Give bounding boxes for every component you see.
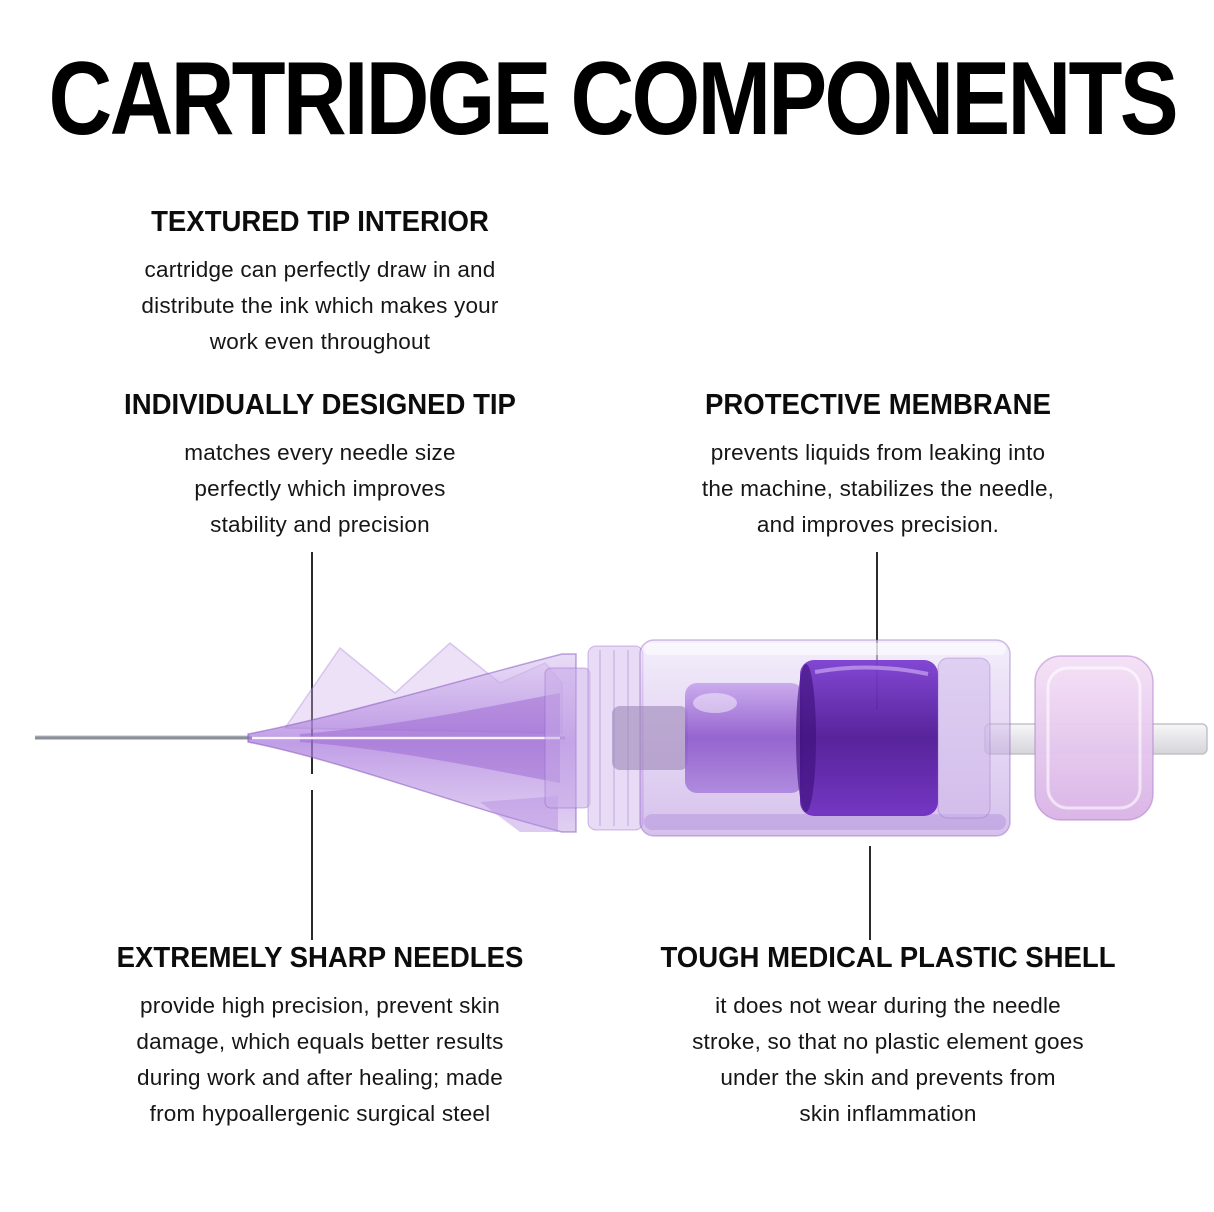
cartridge-illustration <box>35 639 1208 837</box>
collar <box>544 645 644 831</box>
callout-heading: EXTREMELY SHARP NEEDLES <box>116 942 524 974</box>
callout-individually-designed-tip: INDIVIDUALLY DESIGNED TIP matches every … <box>85 389 555 543</box>
callout-line-designed-tip <box>311 552 313 774</box>
callout-line-shell <box>869 846 871 940</box>
callout-body: cartridge can perfectly draw in and dist… <box>141 257 499 354</box>
rear-ring <box>937 657 991 819</box>
callout-line-needles <box>311 790 313 940</box>
page-title: CARTRIDGE COMPONENTS <box>48 41 1179 157</box>
callout-extremely-sharp-needles: EXTREMELY SHARP NEEDLES provide high pre… <box>75 942 565 1132</box>
callout-body: it does not wear during the needle strok… <box>692 993 1084 1126</box>
callout-line-membrane <box>876 552 878 710</box>
callout-heading: TOUGH MEDICAL PLASTIC SHELL <box>660 942 1116 974</box>
callout-body: provide high precision, prevent skin dam… <box>136 993 504 1126</box>
end-cap <box>1034 655 1154 821</box>
callout-heading: TEXTURED TIP INTERIOR <box>151 206 489 238</box>
protective-membrane <box>796 660 938 816</box>
callout-tough-medical-plastic-shell: TOUGH MEDICAL PLASTIC SHELL it does not … <box>638 942 1138 1132</box>
callout-heading: INDIVIDUALLY DESIGNED TIP <box>124 389 516 421</box>
callout-textured-tip-interior: TEXTURED TIP INTERIOR cartridge can perf… <box>85 206 555 360</box>
inner-mechanism <box>612 683 803 793</box>
callout-protective-membrane: PROTECTIVE MEMBRANE prevents liquids fro… <box>648 389 1108 543</box>
callout-body: prevents liquids from leaking into the m… <box>701 440 1055 537</box>
tip-cone <box>247 653 577 833</box>
callout-heading: PROTECTIVE MEMBRANE <box>705 389 1051 421</box>
callout-body: matches every needle size perfectly whic… <box>184 440 456 537</box>
